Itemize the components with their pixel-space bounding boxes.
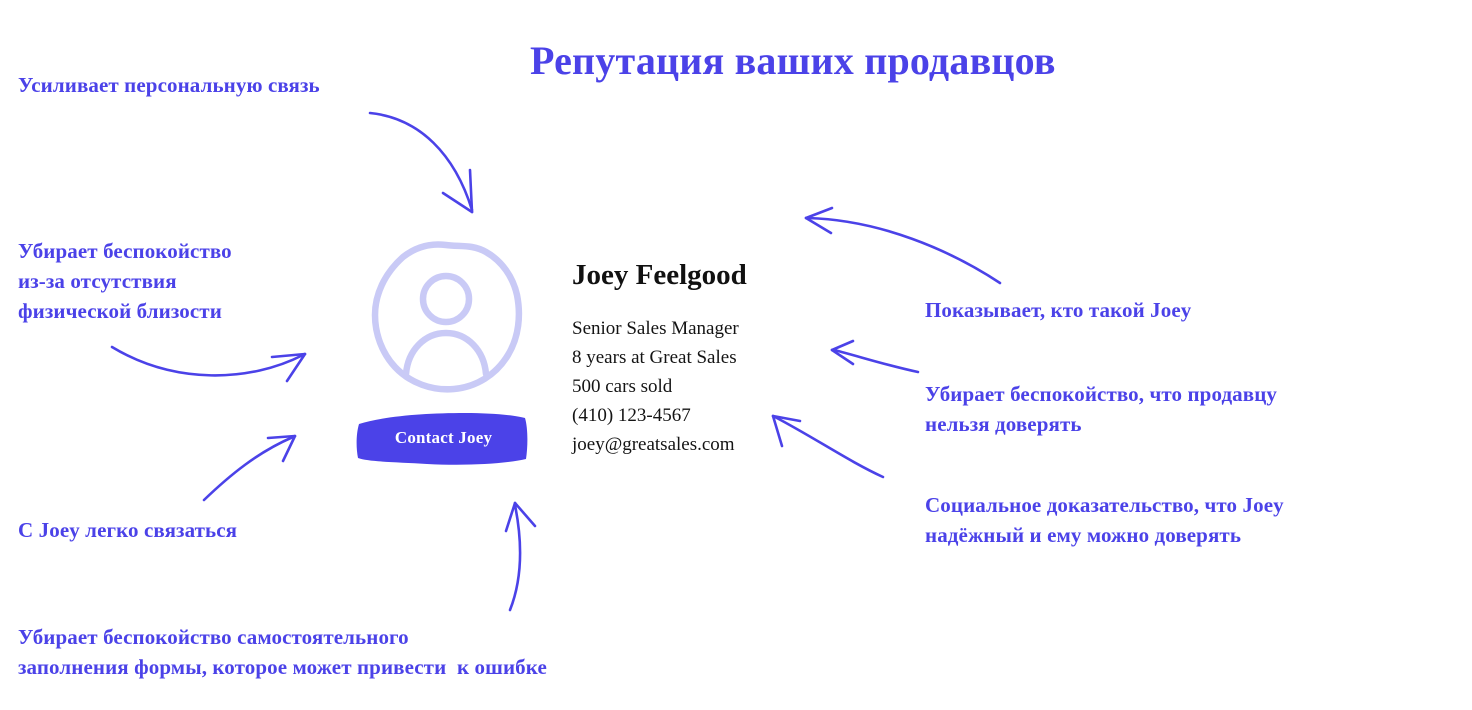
profile-detail-title: Senior Sales Manager — [572, 318, 739, 339]
annotation-physical-proximity: Убирает беспокойство из-за отсутствия фи… — [18, 239, 232, 323]
profile-details: Senior Sales Manager 8 years at Great Sa… — [572, 314, 739, 459]
arrow-to-details-icon — [830, 339, 920, 374]
contact-joey-button[interactable]: Contact Joey — [355, 410, 530, 466]
annotation-who-is-joey: Показывает, кто такой Joey — [925, 298, 1192, 322]
annotation-form-anxiety: Убирает беспокойство самостоятельного за… — [18, 625, 547, 679]
annotation-social-proof: Социальное доказательство, что Joey надё… — [925, 493, 1284, 547]
annotation-trust-anxiety: Убирает беспокойство, что продавцу нельз… — [925, 382, 1278, 436]
contact-button-shape — [356, 413, 528, 465]
arrow-to-button-bottom-icon — [504, 501, 537, 612]
profile-detail-cars-sold: 500 cars sold — [572, 376, 673, 397]
arrow-to-avatar-left-icon — [110, 345, 307, 383]
contact-button-label: Contact Joey — [394, 428, 493, 447]
annotation-easy-contact: С Joey легко связаться — [18, 518, 238, 542]
annotation-personal-connection: Усиливает персональную связь — [18, 73, 320, 97]
profile-detail-tenure: 8 years at Great Sales — [572, 347, 737, 368]
user-avatar-icon — [371, 241, 523, 393]
arrow-to-name-icon — [804, 206, 1002, 285]
arrow-to-button-left-icon — [202, 434, 297, 502]
page-title: Репутация ваших продавцов — [530, 38, 1056, 83]
arrow-to-email-icon — [771, 414, 885, 479]
profile-name: Joey Feelgood — [572, 259, 747, 291]
profile-detail-phone[interactable]: (410) 123-4567 — [572, 405, 691, 426]
profile-detail-email[interactable]: joey@greatsales.com — [572, 434, 735, 455]
arrow-to-avatar-top-icon — [368, 111, 474, 214]
